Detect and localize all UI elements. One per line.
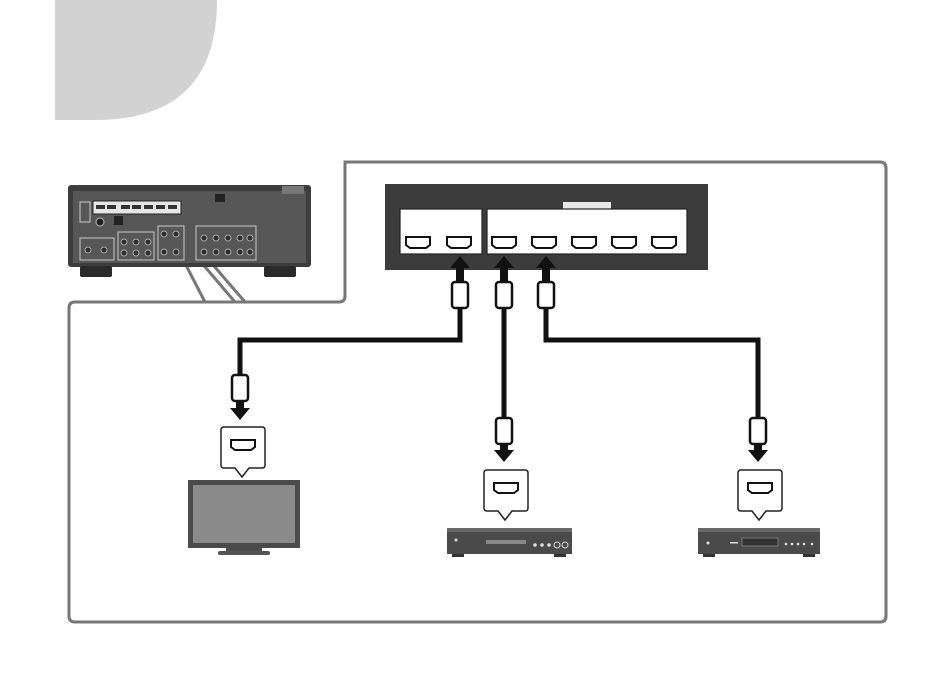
av-receiver-rear-icon xyxy=(68,185,311,277)
hdmi-cables xyxy=(240,308,758,420)
tv-icon xyxy=(188,480,300,555)
disc-player-icon xyxy=(447,528,572,557)
corner-tab xyxy=(55,0,217,120)
hdmi-plug xyxy=(232,282,766,444)
media-player-icon xyxy=(698,528,820,557)
